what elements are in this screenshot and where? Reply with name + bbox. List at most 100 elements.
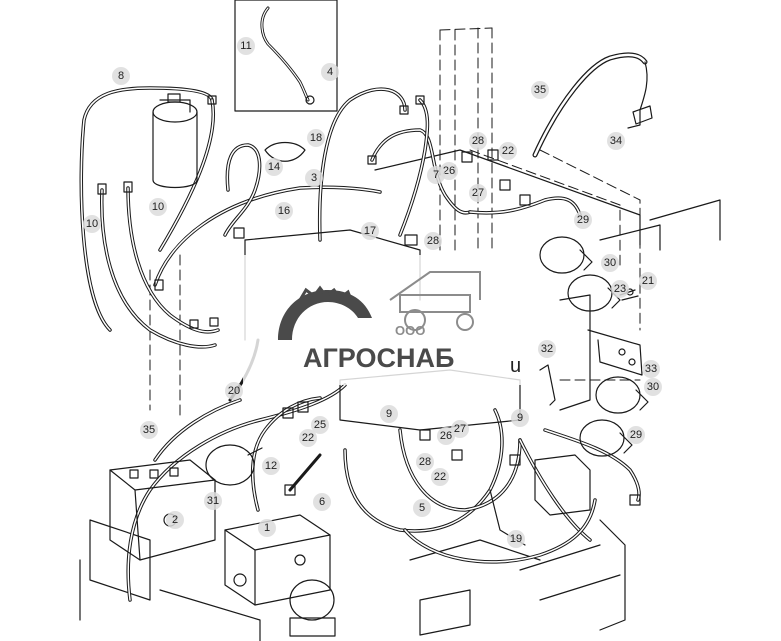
callout-c7: 7 — [427, 166, 445, 184]
callout-label: 26 — [440, 430, 452, 442]
callout-c23: 23 — [611, 280, 629, 298]
callout-label: 27 — [454, 423, 466, 435]
callout-c28c: 28 — [416, 453, 434, 471]
hose-left-upper — [153, 98, 382, 287]
callout-label: 28 — [472, 135, 484, 147]
callout-label: 17 — [364, 225, 376, 237]
callout-bubble — [424, 232, 442, 250]
callout-c1: 1 — [258, 519, 276, 537]
callout-c26b: 26 — [437, 427, 455, 445]
frame-outline — [149, 27, 641, 421]
watermark: ООО АГРОСНАБ u — [243, 255, 523, 385]
accumulator-bottom — [289, 579, 336, 637]
callout-c10a: 10 — [149, 198, 167, 216]
callout-bubble — [611, 280, 629, 298]
callout-c12: 12 — [262, 457, 280, 475]
callout-bubble — [307, 129, 325, 147]
callout-c30a: 30 — [601, 254, 619, 272]
callout-c22a: 22 — [499, 142, 517, 160]
callout-bubble — [642, 360, 660, 378]
callout-label: 10 — [152, 201, 164, 213]
clamp-14 — [264, 141, 306, 162]
callout-label: 29 — [630, 429, 642, 441]
callout-label: 9 — [386, 408, 392, 420]
callout-label: 33 — [645, 363, 657, 375]
callout-c14: 14 — [265, 158, 283, 176]
callout-c25: 25 — [311, 416, 329, 434]
callout-c18: 18 — [307, 129, 325, 147]
callout-label: 1 — [264, 522, 270, 534]
callout-bubble — [627, 426, 645, 444]
callout-bubble — [299, 429, 317, 447]
callout-bubble — [531, 81, 549, 99]
callout-label: 5 — [419, 502, 425, 514]
callout-label: 12 — [265, 460, 277, 472]
callout-bubble — [258, 519, 276, 537]
callout-label: 26 — [443, 165, 455, 177]
callout-bubble — [431, 468, 449, 486]
callout-label: 32 — [541, 343, 553, 355]
accumulator-upper-29 — [539, 236, 593, 274]
watermark-prefix: ООО — [395, 323, 425, 338]
callout-label: 19 — [510, 533, 522, 545]
watermark-logo — [278, 285, 372, 340]
callout-c27b: 27 — [451, 420, 469, 438]
hose-35-top — [532, 52, 653, 158]
callout-bubble — [644, 378, 662, 396]
callout-c5: 5 — [413, 499, 431, 517]
callout-c35b: 35 — [140, 421, 158, 439]
callout-label: 34 — [610, 135, 622, 147]
filter-canister — [152, 93, 198, 189]
watermark-brand: АГРОСНАБ — [303, 343, 454, 373]
callout-label: 35 — [143, 424, 155, 436]
callout-bubble — [83, 215, 101, 233]
callout-c3: 3 — [305, 169, 323, 187]
callout-c33: 33 — [642, 360, 660, 378]
callout-bubble — [265, 158, 283, 176]
callout-label: 22 — [302, 432, 314, 444]
hose-8 — [79, 86, 214, 332]
callout-bubble — [511, 409, 529, 427]
hose-5 — [343, 408, 597, 564]
accumulator-lower-30 — [595, 376, 649, 414]
callout-label: 23 — [614, 283, 626, 295]
callout-label: 27 — [472, 187, 484, 199]
callout-c4: 4 — [321, 63, 339, 81]
callout-c29a: 29 — [574, 211, 592, 229]
callout-bubble — [601, 254, 619, 272]
callout-bubble — [607, 132, 625, 150]
callout-label: 11 — [240, 40, 251, 52]
callout-bubble — [469, 132, 487, 150]
callout-c22b: 22 — [299, 429, 317, 447]
callout-bubble — [112, 67, 130, 85]
callout-c19: 19 — [507, 530, 525, 548]
callout-c30b: 30 — [644, 378, 662, 396]
callout-c8: 8 — [112, 67, 130, 85]
callout-bubble — [451, 420, 469, 438]
callout-c6: 6 — [313, 493, 331, 511]
callout-bubble — [538, 340, 556, 358]
callout-label: 9 — [517, 412, 523, 424]
callout-bubble — [313, 493, 331, 511]
callout-c17: 17 — [361, 222, 379, 240]
callout-bubble — [305, 169, 323, 187]
callout-c9b: 9 — [511, 409, 529, 427]
callout-bubble — [469, 184, 487, 202]
callout-bubble — [507, 530, 525, 548]
watermark-suffix: u — [510, 355, 521, 377]
callout-bubble — [237, 37, 255, 55]
callout-label: 25 — [314, 419, 326, 431]
callout-c9a: 9 — [380, 405, 398, 423]
callout-bubble — [427, 166, 445, 184]
callout-label: 4 — [327, 66, 333, 78]
callout-bubble — [380, 405, 398, 423]
callout-c29b: 29 — [627, 426, 645, 444]
callout-c35a: 35 — [531, 81, 549, 99]
callout-bubble — [149, 198, 167, 216]
callout-bubble — [140, 421, 158, 439]
callout-label: 10 — [86, 218, 98, 230]
callout-label: 28 — [427, 235, 439, 247]
callout-label: 22 — [502, 145, 514, 157]
callout-bubble — [416, 453, 434, 471]
callout-label: 35 — [534, 84, 546, 96]
